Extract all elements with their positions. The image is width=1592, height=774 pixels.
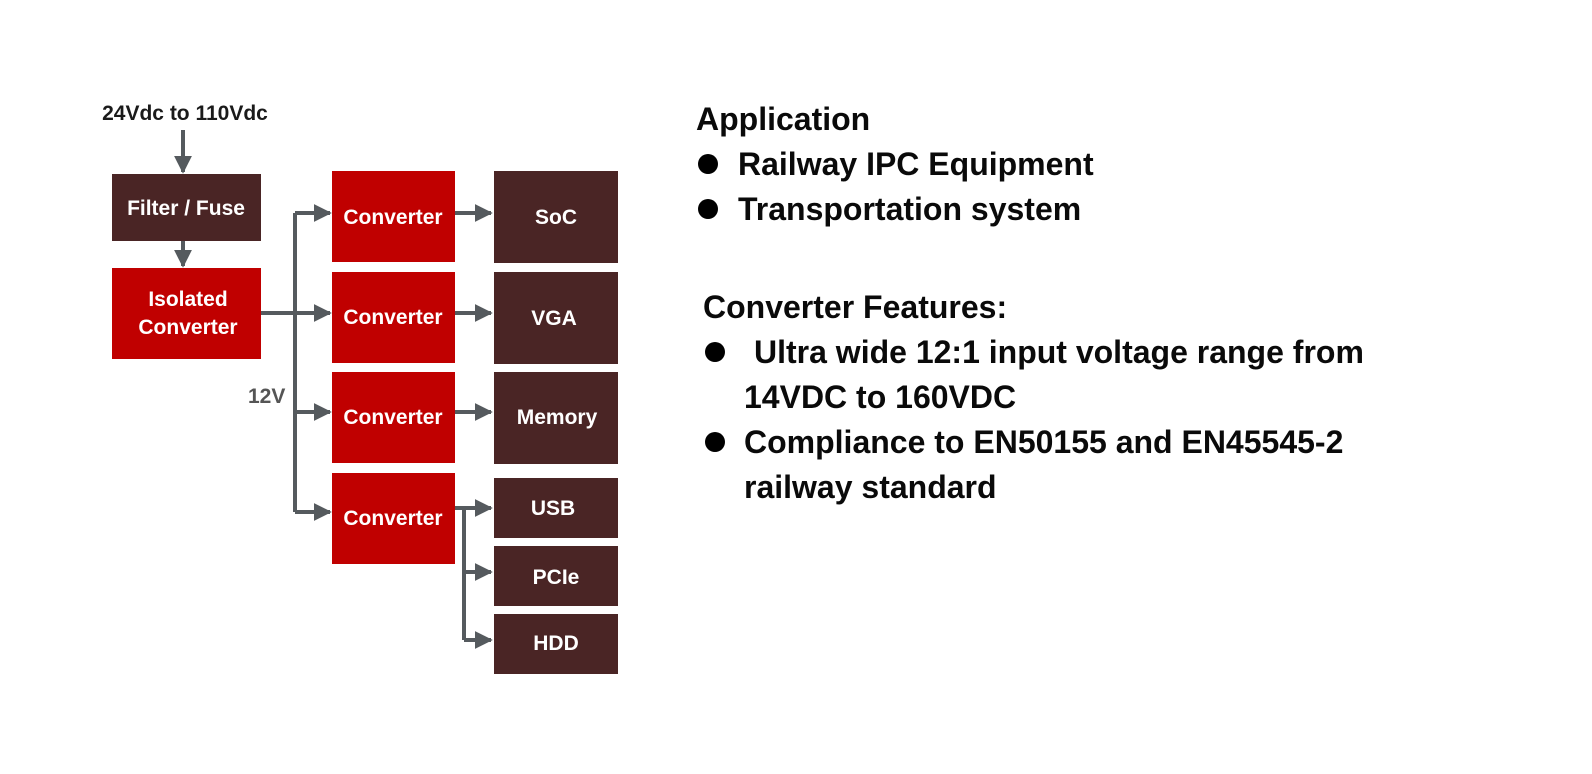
feature-item-line: Compliance to EN50155 and EN45545-2 (744, 424, 1344, 460)
converter-block-3: Converter (332, 372, 455, 463)
load-block-soc: SoC (494, 171, 618, 263)
isolated-converter-label-line-2: Converter (138, 316, 237, 339)
converter-label-2: Converter (343, 306, 442, 329)
isolated-converter-block: Isolated Converter (112, 268, 261, 359)
features-list: Ultra wide 12:1 input voltage range from… (703, 330, 1523, 510)
bus-12v-label: 12V (248, 385, 285, 408)
load-block-hdd: HDD (494, 614, 618, 674)
application-list-item: Transportation system (696, 187, 1516, 232)
features-heading: Converter Features: (703, 289, 1008, 325)
load-label-pcie: PCIe (533, 566, 580, 589)
application-section: Application Railway IPC Equipment Transp… (696, 97, 1516, 232)
converter-block-2: Converter (332, 272, 455, 363)
isolated-converter-label-line-1: Isolated (148, 288, 227, 311)
bullet-icon (705, 432, 725, 452)
converter-block-1: Converter (332, 171, 455, 262)
load-label-memory: Memory (517, 406, 598, 429)
input-voltage-label: 24Vdc to 110Vdc (102, 102, 268, 125)
converter-label-1: Converter (343, 206, 442, 229)
load-label-vga: VGA (531, 307, 577, 330)
application-list-item: Railway IPC Equipment (696, 142, 1516, 187)
bullet-icon (698, 154, 718, 174)
feature-item-line: 14VDC to 160VDC (744, 379, 1017, 415)
feature-item-line: Ultra wide 12:1 input voltage range from (754, 334, 1364, 370)
load-block-pcie: PCIe (494, 546, 618, 606)
converter-block-4: Converter (332, 473, 455, 564)
bullet-icon (698, 199, 718, 219)
features-list-item: Ultra wide 12:1 input voltage range from… (703, 330, 1523, 420)
connectors (174, 130, 493, 649)
load-block-memory: Memory (494, 372, 618, 464)
features-list-item: Compliance to EN50155 and EN45545-2 rail… (703, 420, 1523, 510)
application-heading: Application (696, 101, 871, 137)
converter-label-4: Converter (343, 507, 442, 530)
load-label-usb: USB (531, 497, 575, 520)
application-item-text: Railway IPC Equipment (738, 146, 1094, 182)
converter-label-3: Converter (343, 406, 442, 429)
load-block-vga: VGA (494, 272, 618, 364)
converter-features-section: Converter Features: Ultra wide 12:1 inpu… (703, 285, 1523, 510)
filter-fuse-block: Filter / Fuse (112, 174, 261, 241)
feature-item-line: railway standard (744, 469, 997, 505)
application-item-text: Transportation system (738, 191, 1082, 227)
filter-fuse-label: Filter / Fuse (127, 197, 245, 220)
load-label-soc: SoC (535, 206, 577, 229)
bullet-icon (705, 342, 725, 362)
application-list: Railway IPC Equipment Transportation sys… (696, 142, 1516, 232)
load-label-hdd: HDD (533, 632, 579, 655)
load-block-usb: USB (494, 478, 618, 538)
